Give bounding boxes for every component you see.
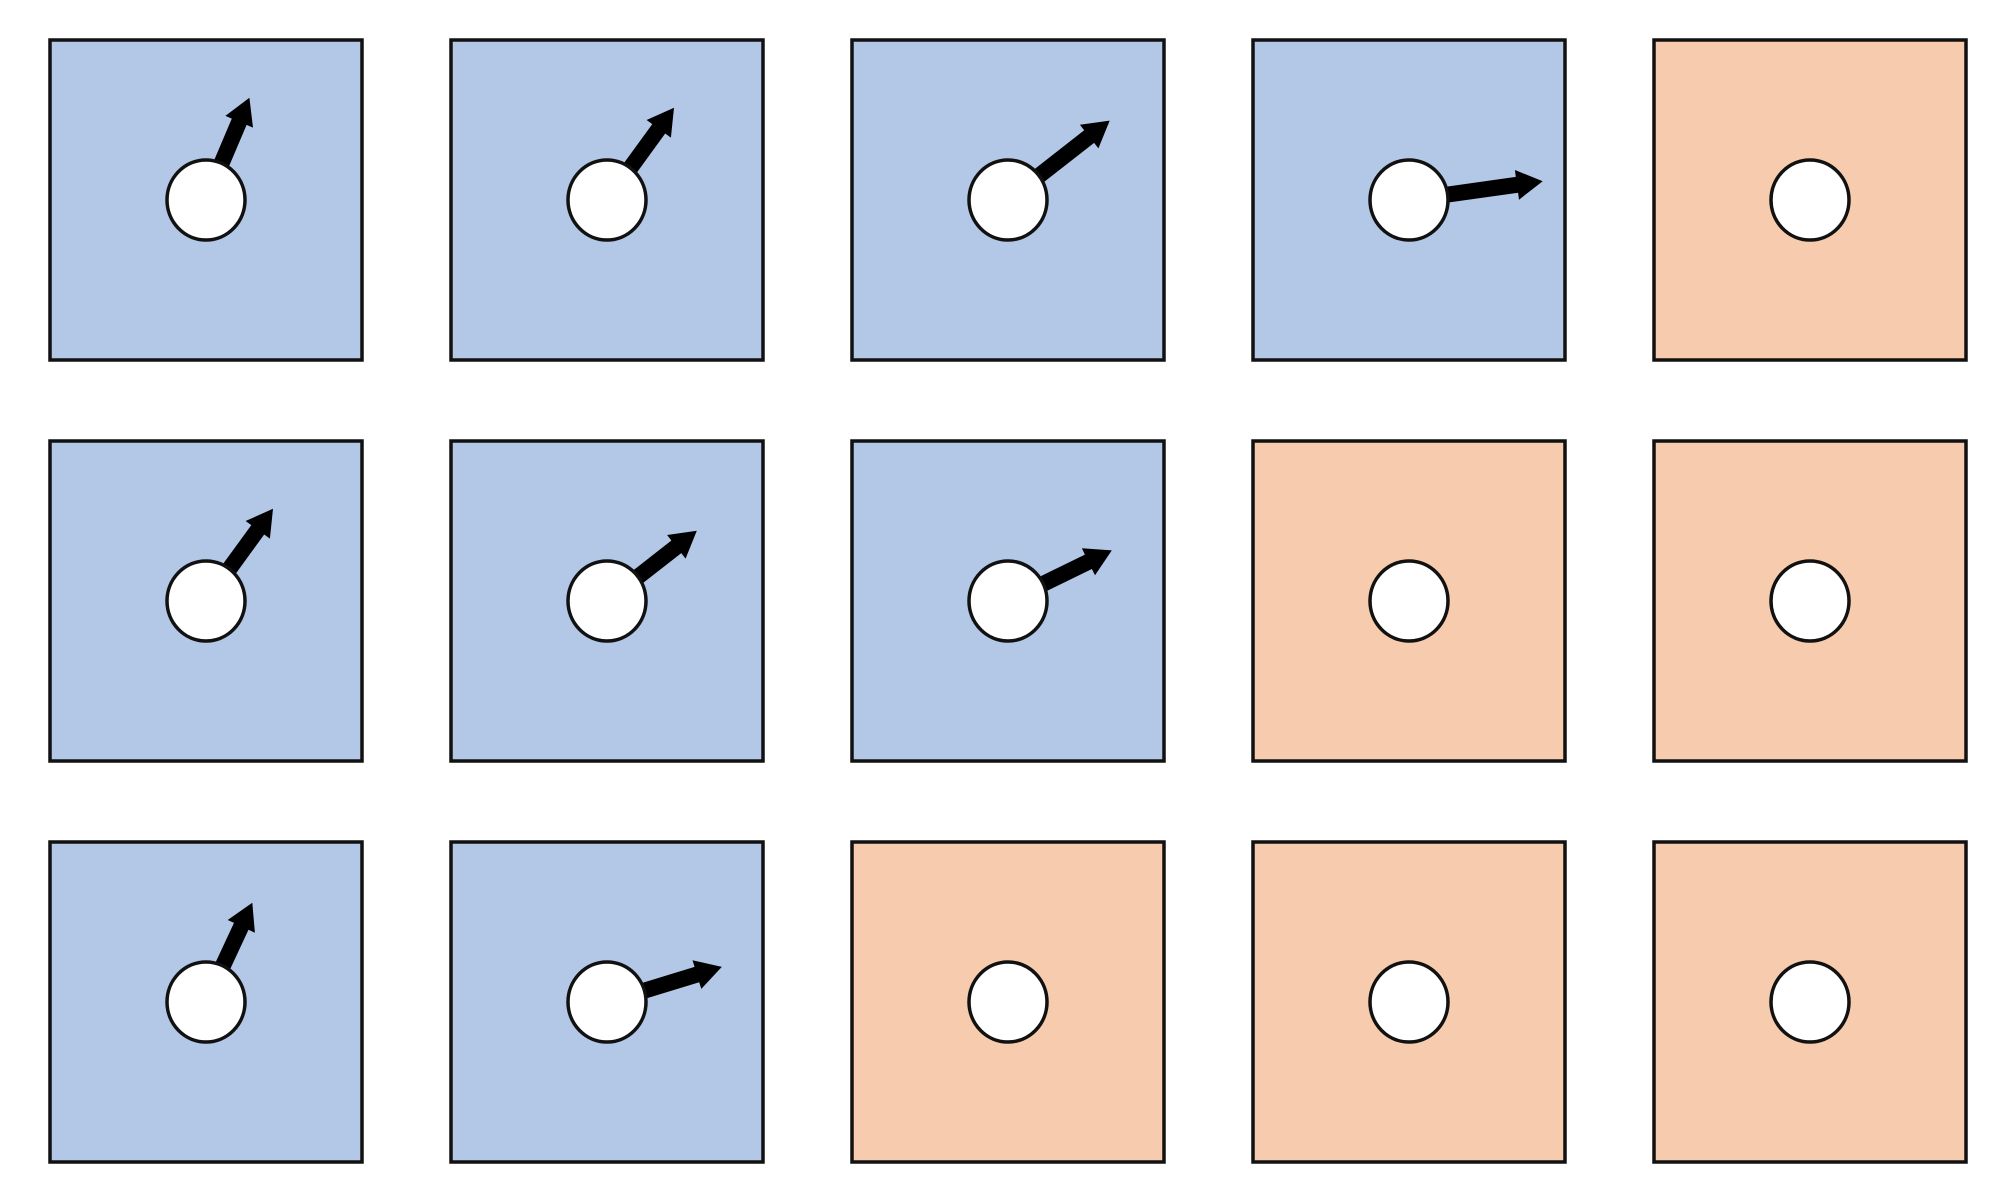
- center-circle: [1769, 960, 1851, 1044]
- center-circle: [1368, 960, 1450, 1044]
- tile-r2-c5: [1652, 439, 1968, 763]
- center-circle: [566, 559, 648, 643]
- center-circle: [165, 158, 247, 242]
- center-circle: [967, 960, 1049, 1044]
- tile-r3-c2: [449, 840, 765, 1164]
- tile-r1-c4: [1251, 38, 1567, 362]
- tile-r2-c4: [1251, 439, 1567, 763]
- center-circle: [566, 158, 648, 242]
- center-circle: [165, 960, 247, 1044]
- tile-r2-c2: [449, 439, 765, 763]
- tile-r1-c1: [48, 38, 364, 362]
- center-circle: [1769, 158, 1851, 242]
- tile-r2-c1: [48, 439, 364, 763]
- tile-r1-c5: [1652, 38, 1968, 362]
- center-circle: [1769, 559, 1851, 643]
- tile-r3-c5: [1652, 840, 1968, 1164]
- center-circle: [1368, 158, 1450, 242]
- tile-r2-c3: [850, 439, 1166, 763]
- tile-r1-c3: [850, 38, 1166, 362]
- tile-r3-c3: [850, 840, 1166, 1164]
- center-circle: [1368, 559, 1450, 643]
- center-circle: [967, 559, 1049, 643]
- center-circle: [165, 559, 247, 643]
- center-circle: [967, 158, 1049, 242]
- tile-r3-c1: [48, 840, 364, 1164]
- center-circle: [566, 960, 648, 1044]
- tile-r1-c2: [449, 38, 765, 362]
- tile-r3-c4: [1251, 840, 1567, 1164]
